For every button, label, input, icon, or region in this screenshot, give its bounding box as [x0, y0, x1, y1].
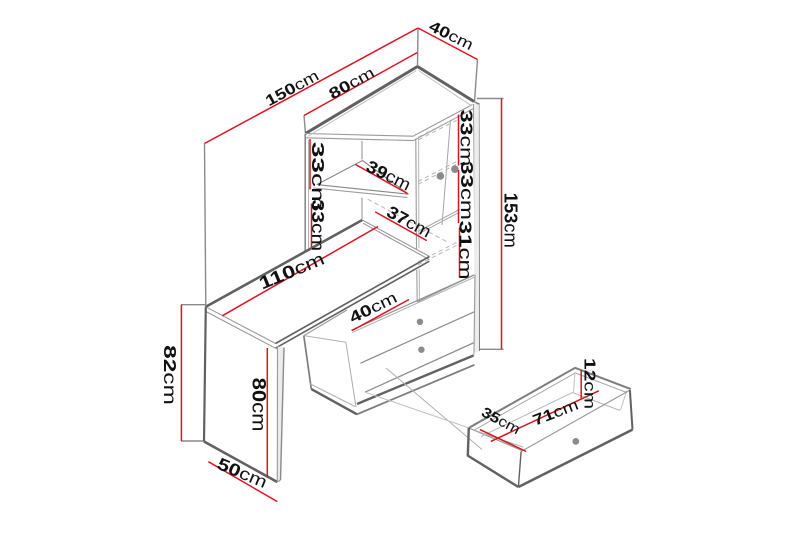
svg-text:82cm: 82cm — [160, 345, 179, 405]
svg-text:80cm: 80cm — [248, 378, 269, 432]
svg-text:33cm: 33cm — [456, 110, 475, 167]
svg-text:39cm: 39cm — [363, 156, 414, 194]
svg-text:31cm: 31cm — [455, 221, 474, 280]
svg-text:12cm: 12cm — [581, 358, 599, 409]
svg-text:150cm: 150cm — [262, 66, 322, 109]
svg-text:33cm: 33cm — [308, 142, 327, 211]
svg-text:110cm: 110cm — [256, 249, 327, 294]
svg-text:40cm: 40cm — [426, 17, 476, 54]
svg-text:33cm: 33cm — [307, 199, 326, 251]
svg-text:33cm: 33cm — [457, 161, 476, 220]
svg-text:153cm: 153cm — [501, 193, 521, 248]
svg-text:50cm: 50cm — [214, 454, 270, 492]
